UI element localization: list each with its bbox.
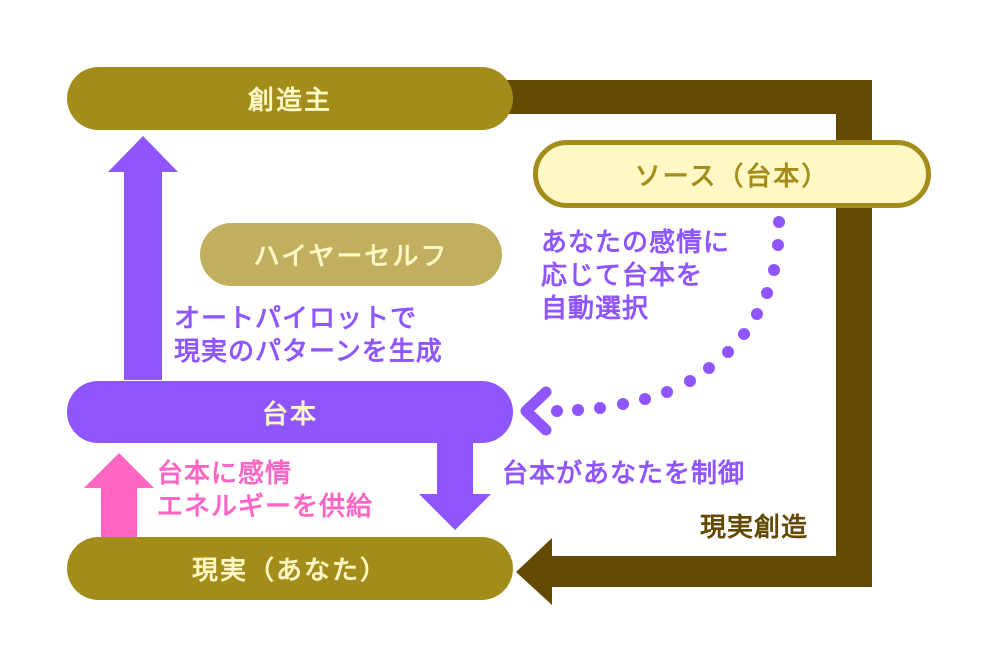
emotion-supply-label: 台本に感情 エネルギーを供給 (157, 458, 373, 524)
reality-creation-label: 現実創造 (700, 513, 809, 543)
emotion-supply-line-1: 台本に感情 (157, 459, 293, 489)
node-creator: 創造主 (67, 67, 513, 130)
script-to-creator-arrow (108, 136, 178, 380)
auto-select-label: あなたの感情に 応じて台本を 自動選択 (541, 227, 730, 326)
node-script: 台本 (67, 381, 513, 443)
node-higher-self-label: ハイヤーセルフ (253, 242, 449, 272)
script-controls-label: 台本があなたを制御 (502, 459, 746, 489)
script-to-reality-arrow (419, 430, 491, 530)
node-higher-self: ハイヤーセルフ (200, 223, 502, 286)
reality-creation-arrow (500, 80, 872, 605)
dotted-arrowhead-icon (520, 386, 552, 436)
node-reality-label: 現実（あなた） (191, 556, 388, 586)
node-script-label: 台本 (261, 399, 318, 430)
node-source-label: ソース（台本） (634, 161, 830, 192)
emotion-supply-line-2: エネルギーを供給 (157, 492, 374, 522)
auto-select-line-2: 応じて台本を (541, 261, 704, 291)
emotion-supply-arrow (84, 453, 154, 540)
autopilot-label: オートパイロットで 現実のパターンを生成 (174, 303, 443, 369)
auto-select-line-3: 自動選択 (541, 294, 650, 324)
node-reality: 現実（あなた） (67, 537, 513, 600)
node-creator-label: 創造主 (247, 86, 332, 116)
node-source: ソース（台本） (533, 140, 931, 208)
auto-select-line-1: あなたの感情に (541, 228, 731, 258)
auto-select-dotted-arrow (520, 216, 785, 436)
autopilot-line-2: 現実のパターンを生成 (174, 337, 443, 367)
autopilot-line-1: オートパイロットで (174, 304, 418, 334)
